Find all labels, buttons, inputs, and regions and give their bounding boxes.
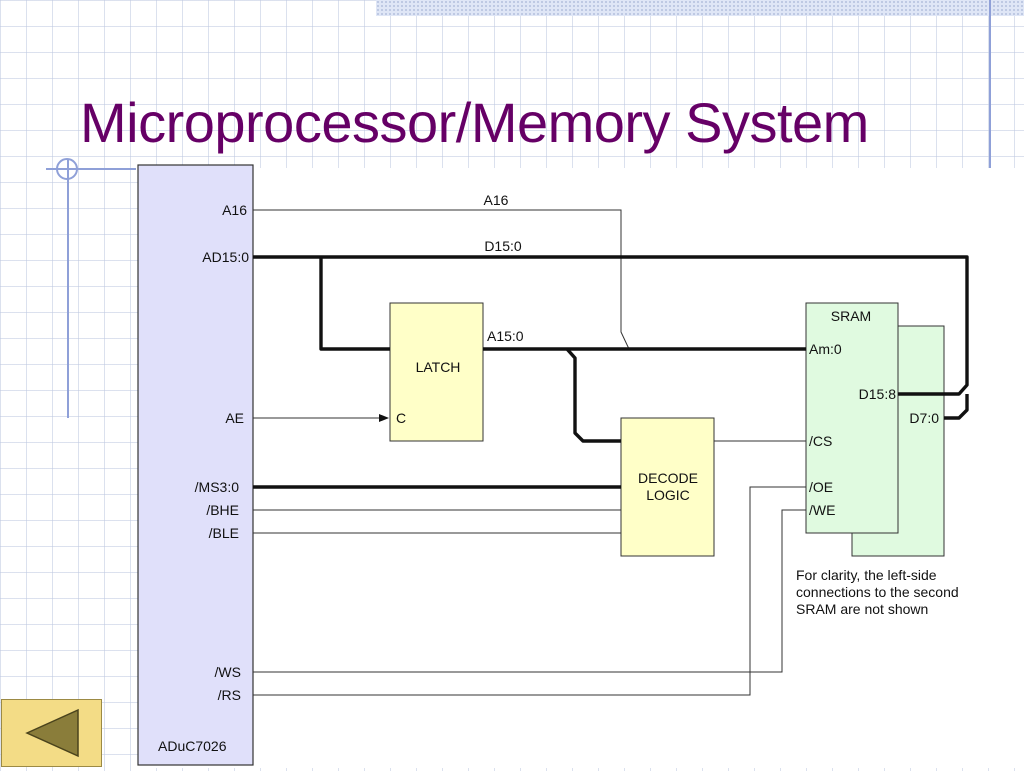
sram-pin-we: /WE	[809, 502, 835, 518]
note-line-1: For clarity, the left-side	[796, 567, 937, 583]
cpu-pin-ae: AE	[225, 410, 244, 426]
sram-pin-am0: Am:0	[809, 341, 842, 357]
latch-pin-c: C	[396, 410, 406, 426]
wire-ws	[253, 509, 806, 673]
note-line-3: SRAM are not shown	[796, 601, 928, 617]
thick-buses	[253, 255, 969, 489]
title-decorative-rule	[46, 168, 136, 170]
decode-logic-block	[620, 417, 715, 557]
back-button[interactable]	[1, 699, 102, 767]
cpu-name: ADuC7026	[158, 738, 227, 754]
bus-label-a15-0: A15:0	[487, 328, 524, 344]
bus-label-a16: A16	[484, 192, 509, 208]
left-decorative-rule	[67, 160, 69, 418]
right-decorative-rule	[989, 0, 991, 265]
wire-rs	[253, 486, 806, 696]
latch-name: LATCH	[416, 359, 461, 375]
cpu-block	[137, 164, 254, 766]
sram-name: SRAM	[831, 308, 871, 324]
triangle-left-icon	[25, 708, 79, 758]
bus-to-decode	[565, 347, 621, 443]
cpu-pin-ms3-0: /MS3:0	[195, 479, 240, 495]
cpu-pin-rs: /RS	[218, 687, 241, 703]
sram-pin-d15-8: D15:8	[859, 386, 897, 402]
sram-pin-cs: /CS	[809, 433, 832, 449]
cpu-pin-a16: A16	[222, 202, 247, 218]
bus-ad-to-latch	[319, 257, 390, 351]
decorative-circle	[56, 158, 78, 180]
note-line-2: connections to the second	[796, 584, 959, 600]
thin-wires	[253, 209, 806, 696]
cpu-pin-ad15-0: AD15:0	[202, 249, 249, 265]
bus-d15-0	[253, 255, 969, 396]
slide-title: Microprocessor/Memory System	[80, 91, 869, 154]
decode-label-line2: LOGIC	[646, 487, 690, 503]
bus-label-d15-0: D15:0	[484, 238, 522, 254]
cpu-pin-ws: /WS	[215, 664, 241, 680]
cpu-pin-bhe: /BHE	[206, 502, 239, 518]
sram-pin-oe: /OE	[809, 479, 833, 495]
sram2-pin-d7-0: D7:0	[909, 410, 939, 426]
cpu-pin-ble: /BLE	[209, 525, 239, 541]
decode-label-line1: DECODE	[638, 470, 698, 486]
wire-a16	[253, 209, 630, 350]
sram-block	[805, 302, 899, 534]
bus-d7-0	[944, 394, 969, 420]
latch-block	[389, 302, 484, 442]
top-decorative-band	[376, 0, 1024, 16]
